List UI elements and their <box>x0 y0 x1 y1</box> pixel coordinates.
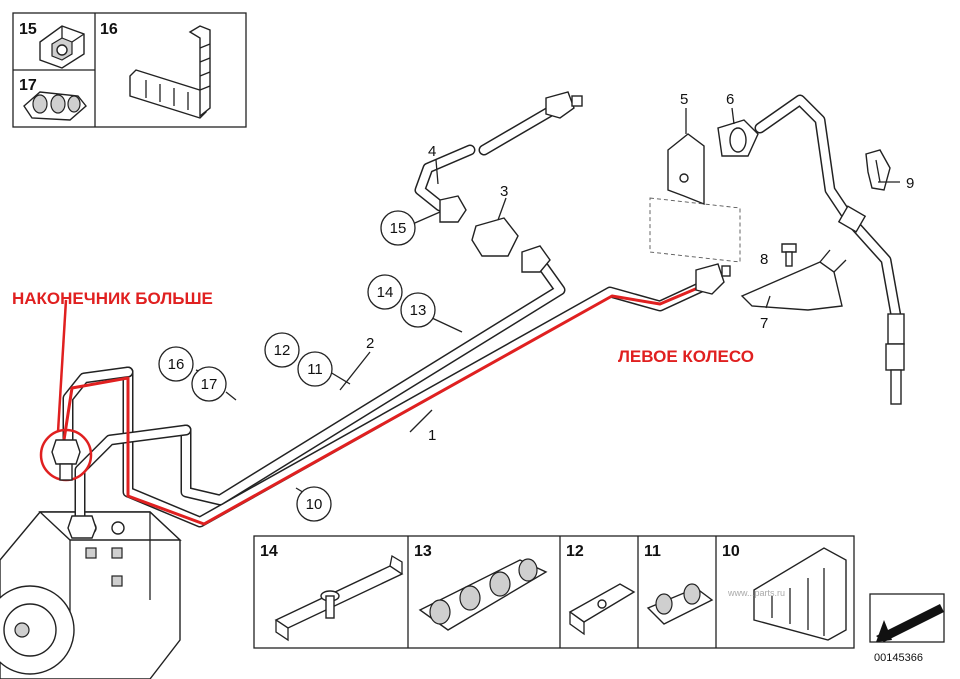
label-part-5: 5 <box>680 91 688 108</box>
clip-10-drawing: www...parts.ru <box>727 547 847 641</box>
label-part-4: 4 <box>428 143 436 160</box>
clip-11-drawing <box>646 583 714 625</box>
circled-label-12: 12 <box>274 342 291 359</box>
clip-14-drawing <box>274 554 404 642</box>
inset-label-14: 14 <box>260 543 278 560</box>
corner-arrow-icon <box>869 593 945 643</box>
inset-label-16: 16 <box>100 21 118 38</box>
circled-label-16: 16 <box>168 356 185 373</box>
diagram-number: 00145366 <box>874 652 923 664</box>
label-part-9: 9 <box>906 175 914 192</box>
inset-bottom-clips: 14 13 12 11 10 <box>253 535 855 649</box>
clip-12-drawing <box>568 583 636 636</box>
label-part-2: 2 <box>366 335 374 352</box>
highlight-leader <box>56 299 68 433</box>
clip-17-drawing <box>23 91 87 121</box>
inset-label-15: 15 <box>19 21 37 38</box>
watermark: www...parts.ru <box>727 588 785 598</box>
inset-label-10: 10 <box>722 543 740 560</box>
circled-label-13: 13 <box>410 302 427 319</box>
circled-label-11: 11 <box>307 361 323 378</box>
circled-label-15: 15 <box>390 220 407 237</box>
inset-label-12: 12 <box>566 543 584 560</box>
circled-label-17: 17 <box>201 376 218 393</box>
fittings <box>51 91 905 539</box>
label-part-6: 6 <box>726 91 734 108</box>
inset-label-17: 17 <box>19 77 37 94</box>
clip-16-drawing <box>129 25 211 119</box>
label-part-1: 1 <box>428 427 436 444</box>
pipe-runs <box>62 94 902 528</box>
brackets <box>649 133 891 311</box>
annotation-left-wheel: ЛЕВОЕ КОЛЕСО <box>618 347 754 366</box>
annotation-tip-bigger: НАКОНЕЧНИК БОЛЬШЕ <box>12 289 213 308</box>
circled-labels: 15 14 13 12 11 16 17 10 <box>158 210 436 522</box>
label-part-7: 7 <box>760 315 768 332</box>
label-part-8: 8 <box>760 251 768 268</box>
part-number-labels: 4 3 5 6 9 8 7 2 1 <box>366 91 914 444</box>
clip-15-drawing <box>39 25 85 69</box>
circled-label-14: 14 <box>377 284 394 301</box>
inset-label-13: 13 <box>414 543 432 560</box>
circled-label-10: 10 <box>306 496 323 513</box>
clip-13-drawing <box>418 558 548 631</box>
highlight-route <box>62 280 713 526</box>
inset-top-clips: 15 16 17 <box>12 12 247 128</box>
label-part-3: 3 <box>500 183 508 200</box>
leader-lines <box>195 107 900 501</box>
inset-label-11: 11 <box>644 543 661 560</box>
